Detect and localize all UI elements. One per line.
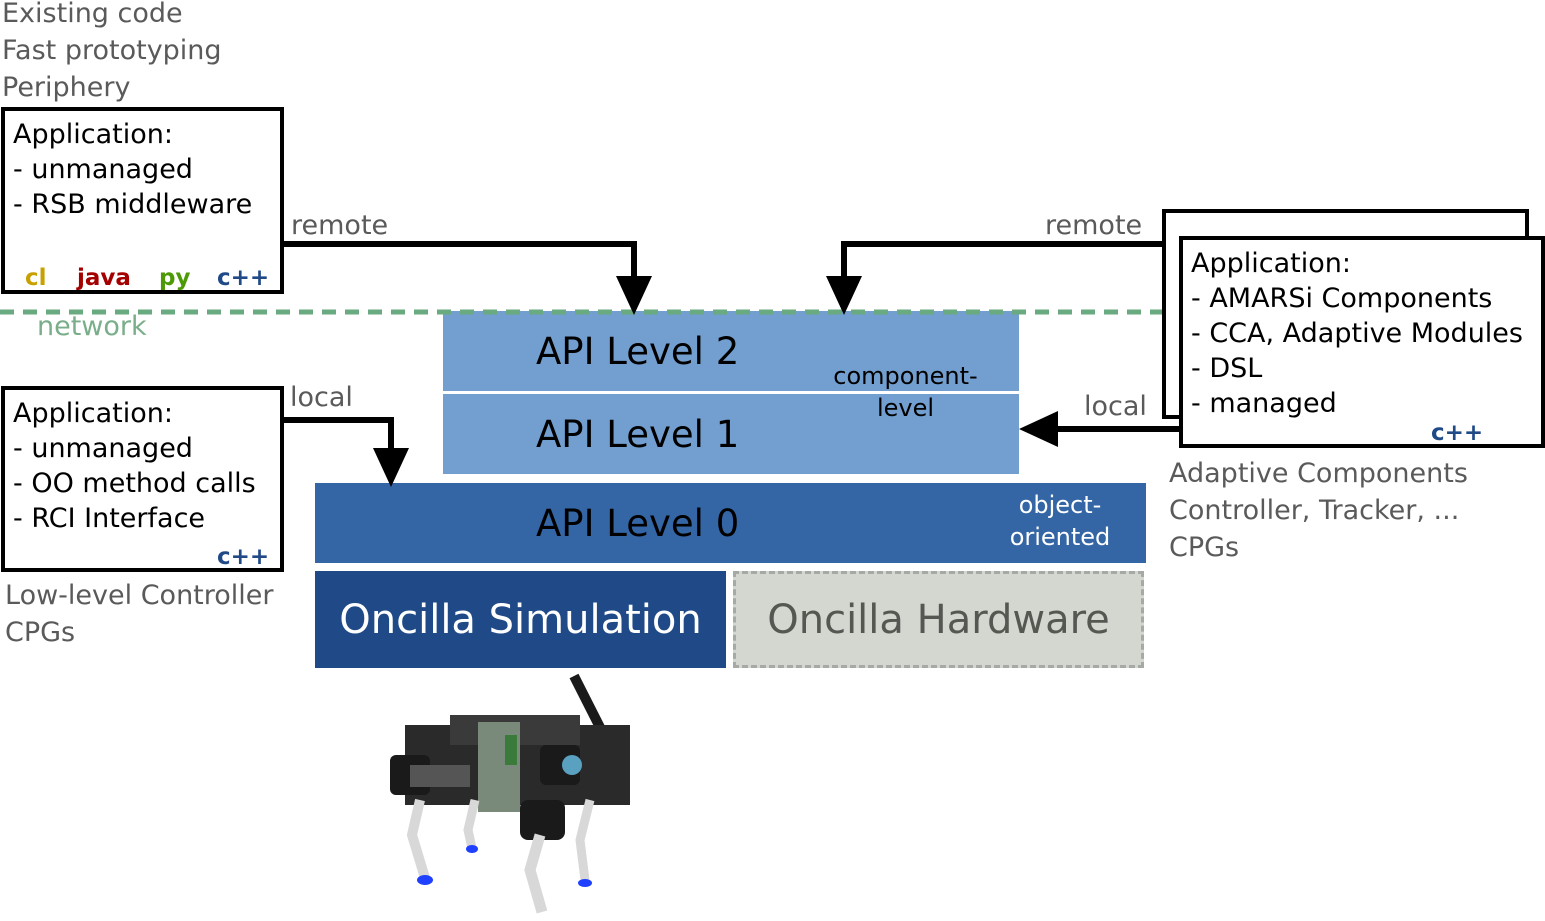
note-cpgs: CPGs [1169,532,1240,563]
arrow-head-local-left [373,448,409,487]
app-box-local-unmanaged: Application: - unmanaged - OO method cal… [1,386,284,572]
app-line: Application: [1191,248,1351,279]
app-line: - DSL [1191,353,1263,384]
note-existing-code: Existing code [2,0,183,29]
app-box-managed: Application: - AMARSi Components - CCA, … [1179,236,1545,448]
component-level-tag: component- level [818,360,993,424]
arrow-head-local-right [1019,411,1058,447]
oncilla-simulation-block: Oncilla Simulation [315,571,726,668]
app-line: - RCI Interface [13,503,206,534]
label-local-left: local [290,382,353,413]
label-local-right: local [1084,391,1147,422]
oncilla-hardware-block: Oncilla Hardware [733,571,1144,668]
app-line: - managed [1191,388,1337,419]
api-level-0-block: API Level 0 [315,483,1146,563]
arrow-remote-right [841,241,1162,282]
api-level-1-label: API Level 1 [536,412,740,456]
lang-cpp: c++ [217,265,270,291]
oncilla-hardware-label: Oncilla Hardware [767,596,1110,643]
network-label: network [37,311,147,342]
arrow-local-left [284,417,394,452]
note-fast-prototyping: Fast prototyping [2,35,222,66]
api-level-0-label: API Level 0 [536,501,740,545]
lang-cl: cl [25,265,47,291]
app-line: - RSB middleware [13,189,253,220]
oncilla-simulation-label: Oncilla Simulation [339,596,702,643]
low-level-notes: Low-level Controller CPGs [5,577,274,651]
api-level-2-block: API Level 2 [443,311,1019,391]
app-line: Application: [13,398,173,429]
app-line: - OO method calls [13,468,256,499]
oncilla-robot-image [390,673,630,914]
note-controller-tracker: Controller, Tracker, ... [1169,495,1460,526]
tag-line: object- [1018,491,1102,519]
tag-line: component- [833,362,978,390]
app-box-remote-unmanaged: Application: - unmanaged - RSB middlewar… [1,107,284,294]
app-line: - unmanaged [13,433,193,464]
arrow-remote-left [284,241,637,282]
label-remote-left: remote [291,210,389,241]
note-periphery: Periphery [2,72,131,103]
lang-cpp: c++ [1431,420,1484,446]
arrow-head-remote-left [616,276,652,315]
api-level-2-label: API Level 2 [536,329,740,373]
note-cpgs: CPGs [5,617,76,648]
api-level-1-block: API Level 1 [443,394,1019,474]
arrow-head-remote-right [826,276,862,315]
note-adaptive-components: Adaptive Components [1169,458,1468,489]
lang-java: java [77,265,131,291]
app-line: - CCA, Adaptive Modules [1191,318,1523,349]
lang-cpp: c++ [217,544,270,570]
lang-py: py [159,265,191,291]
object-oriented-tag: object- oriented [990,489,1130,553]
label-remote-right: remote [1045,210,1143,241]
top-notes: Existing code Fast prototyping Periphery [2,0,222,106]
tag-line: level [876,394,935,422]
tag-line: oriented [1009,523,1111,551]
app-line: - unmanaged [13,154,193,185]
adaptive-notes: Adaptive Components Controller, Tracker,… [1169,455,1468,566]
app-line: Application: [13,119,173,150]
note-low-level-controller: Low-level Controller [5,580,274,611]
app-line: - AMARSi Components [1191,283,1493,314]
